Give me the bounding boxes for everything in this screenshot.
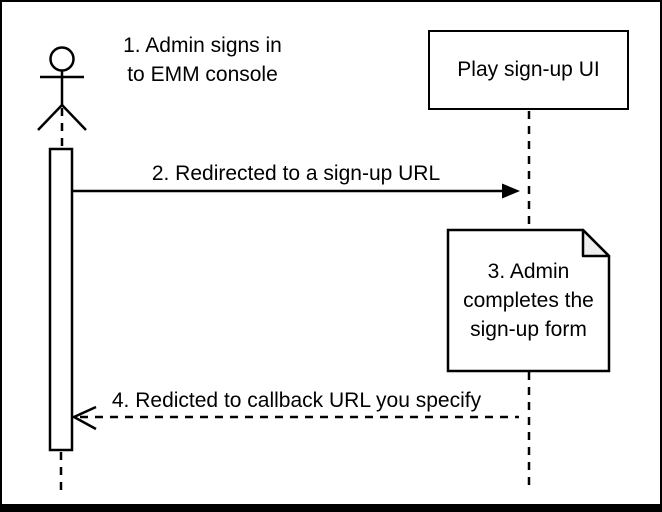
message-2-label: 2. Redirected to a sign-up URL <box>151 162 441 185</box>
note-step-3-label: 3. Admin completes the sign-up form <box>463 260 594 341</box>
message-1-label: 1. Admin signs in to EMM console <box>123 34 282 86</box>
admin-actor-icon <box>37 46 87 131</box>
message-2-arrow <box>73 183 520 199</box>
note-fold-icon <box>581 228 611 258</box>
message-4-open-arrowhead-icon <box>71 405 97 431</box>
message-4-label: 4. Redicted to callback URL you specify <box>111 389 482 412</box>
actor-activation-bar <box>48 147 74 452</box>
participant-play-signup-ui: Play sign-up UI <box>428 30 629 110</box>
actor-head <box>49 46 75 72</box>
message-2-arrowhead-icon <box>502 183 520 199</box>
actor-leg-left <box>37 104 63 131</box>
diagram-border-bottom <box>0 504 662 512</box>
note-shape <box>446 228 611 373</box>
note-outline <box>446 228 611 373</box>
actor-leg-right <box>61 104 87 131</box>
message-4-arrow <box>71 405 519 431</box>
